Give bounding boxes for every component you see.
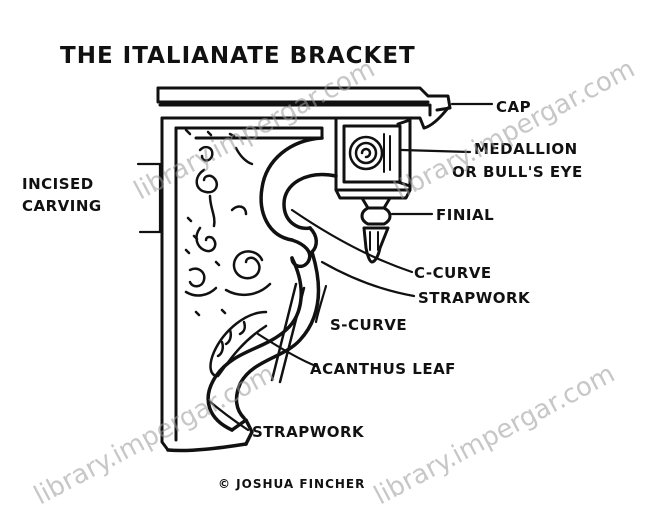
label-strapwork-lower: STRAPWORK [252,423,365,441]
incised-carving [184,128,272,317]
acanthus-leaf-shape [209,310,268,378]
leader-strapwork-upper [320,260,416,298]
label-c-curve: C-CURVE [414,264,492,282]
label-incised-line1: INCISED [22,175,94,193]
watermark-2: library.impergar.com [389,54,640,206]
leader-s-curve [314,284,328,324]
label-s-curve: S-CURVE [330,316,407,334]
watermark-4: library.impergar.com [369,359,620,511]
back-plate [160,116,324,452]
label-medallion-line1: MEDALLION [474,140,578,158]
leader-acanthus [256,332,318,368]
strapwork-bar [270,282,306,384]
leader-c-curve [290,208,414,274]
credit-text: © JOSHUA FINCHER [218,477,365,491]
label-acanthus-leaf: ACANTHUS LEAF [310,360,456,378]
label-incised-line2: CARVING [22,197,102,215]
label-strapwork-upper: STRAPWORK [418,289,531,307]
label-finial: FINIAL [436,206,494,224]
bracket-drawing [156,86,452,453]
label-cap: CAP [496,98,531,116]
labels: CAP MEDALLION OR BULL'S EYE FINIAL INCIS… [22,98,583,441]
diagram-title: THE ITALIANATE BRACKET [60,43,416,69]
bulls-eye-icon [348,133,391,173]
leader-strapwork-lower [206,398,250,432]
watermark-1: library.impergar.com [129,54,380,206]
leader-lines [136,102,494,432]
leader-medallion [400,148,472,154]
leader-incised [136,162,162,234]
cap-molding [156,86,452,130]
label-medallion-line2: OR BULL'S EYE [452,163,583,181]
